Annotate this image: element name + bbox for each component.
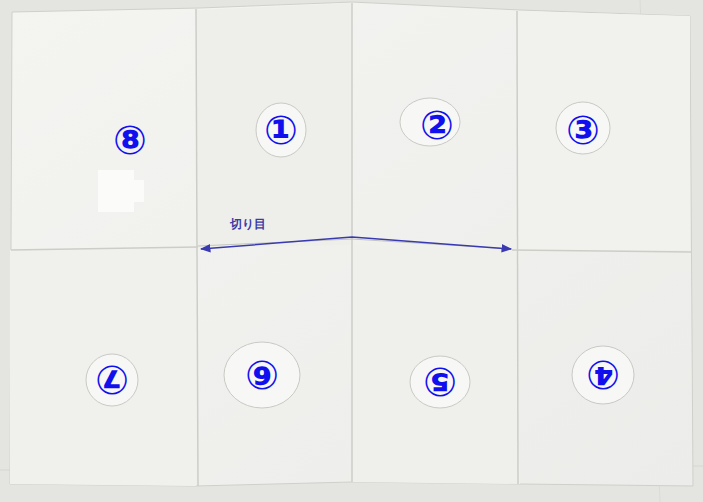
panel-number: ⑦ — [95, 360, 129, 400]
panel-number: ④ — [586, 355, 620, 395]
paper-sheet — [10, 2, 693, 486]
cut-line — [198, 239, 512, 249]
cut-arrow — [201, 237, 511, 249]
panel-number: ⑧ — [113, 120, 147, 160]
number-outlines — [86, 98, 634, 408]
panel-number: ⑤ — [423, 362, 457, 402]
panel-number: ② — [420, 105, 454, 145]
fold-lines — [11, 3, 691, 486]
panel-number: ③ — [566, 110, 600, 150]
panel-number: ⑥ — [245, 355, 279, 395]
white-patch — [98, 170, 134, 212]
cut-label: 切り目 — [230, 218, 266, 230]
panel-number: ① — [264, 110, 298, 150]
